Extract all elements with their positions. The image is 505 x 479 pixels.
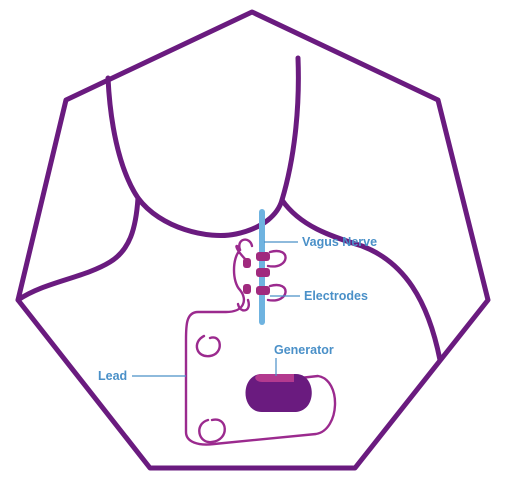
lead-strain-relief-loop-top: [195, 334, 221, 358]
electrode: [256, 286, 270, 295]
generator-body: [245, 374, 312, 412]
electrode: [256, 252, 270, 261]
electrode: [243, 258, 251, 268]
lead-label: Lead: [98, 369, 127, 383]
heptagon-frame: [15, 9, 491, 471]
electrode: [256, 268, 270, 277]
electrode: [243, 284, 251, 294]
neck-left-outline: [15, 195, 141, 303]
lead-upper-loop: [236, 238, 254, 312]
head-outline: [105, 55, 301, 238]
generator-label: Generator: [274, 343, 334, 357]
electrodes-label: Electrodes: [304, 289, 368, 303]
lead-strain-relief-loop-bottom: [198, 418, 226, 444]
vagus-nerve-label: Vagus Nerve: [302, 235, 377, 249]
lead-wire: [184, 244, 337, 446]
generator-header: [255, 374, 294, 382]
shoulder-right-outline: [279, 197, 443, 363]
